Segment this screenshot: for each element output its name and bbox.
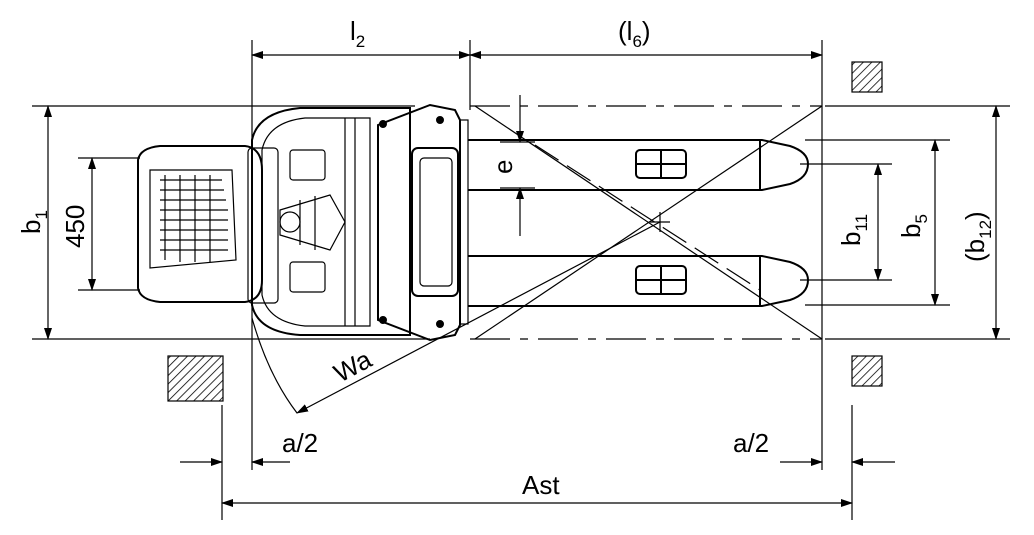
label-b12-close: ) (960, 211, 990, 220)
tiller-handle (279, 149, 346, 293)
label-450: 450 (60, 205, 90, 248)
label-l2: l (350, 16, 356, 46)
battery-compartment (377, 103, 469, 342)
label-l6-close: ) (642, 16, 651, 46)
label-ast: Ast (522, 470, 560, 500)
wall-block-bottom-left (167, 355, 224, 402)
svg-text:(b12): (b12) (960, 211, 995, 262)
label-b12-open: (b (960, 239, 990, 262)
dim-line-wa (296, 221, 661, 414)
wa-arc (251, 317, 298, 414)
label-a-half-left: a/2 (282, 428, 318, 458)
label-e: e (488, 160, 518, 174)
fork-upper (468, 139, 810, 191)
extension-lines (32, 40, 1010, 520)
label-a-half-right: a/2 (733, 428, 769, 458)
label-b11: b (836, 232, 866, 246)
label-b1-sub: 1 (32, 210, 51, 219)
label-b12-sub: 12 (976, 220, 995, 239)
operator-platform (137, 145, 263, 303)
label-l6-open: (l (618, 16, 632, 46)
label-b11-sub: 11 (852, 214, 871, 232)
wall-block-bottom-right (851, 355, 883, 387)
svg-text:l2: l2 (350, 16, 365, 51)
fork-lower (468, 255, 810, 307)
label-b5-sub: 5 (912, 214, 931, 223)
svg-text:b11: b11 (836, 214, 871, 246)
label-b5: b (896, 224, 926, 238)
dimension-labels: l2 (l6) b1 450 e b11 b5 (b12) Wa a/2 a/2… (16, 16, 995, 500)
wall-block-top-right (851, 61, 883, 93)
label-l6-sub: 6 (632, 32, 641, 51)
pallet-outline (470, 105, 823, 340)
label-l2-sub: 2 (356, 32, 365, 51)
svg-text:(l6): (l6) (618, 16, 651, 51)
dimension-lines (44, 51, 1000, 507)
label-b1: b (16, 220, 46, 234)
svg-text:b1: b1 (16, 210, 51, 234)
label-wa: Wa (329, 344, 377, 389)
truck-chassis (247, 107, 411, 336)
svg-text:b5: b5 (896, 214, 931, 238)
platform-tread (160, 175, 228, 262)
